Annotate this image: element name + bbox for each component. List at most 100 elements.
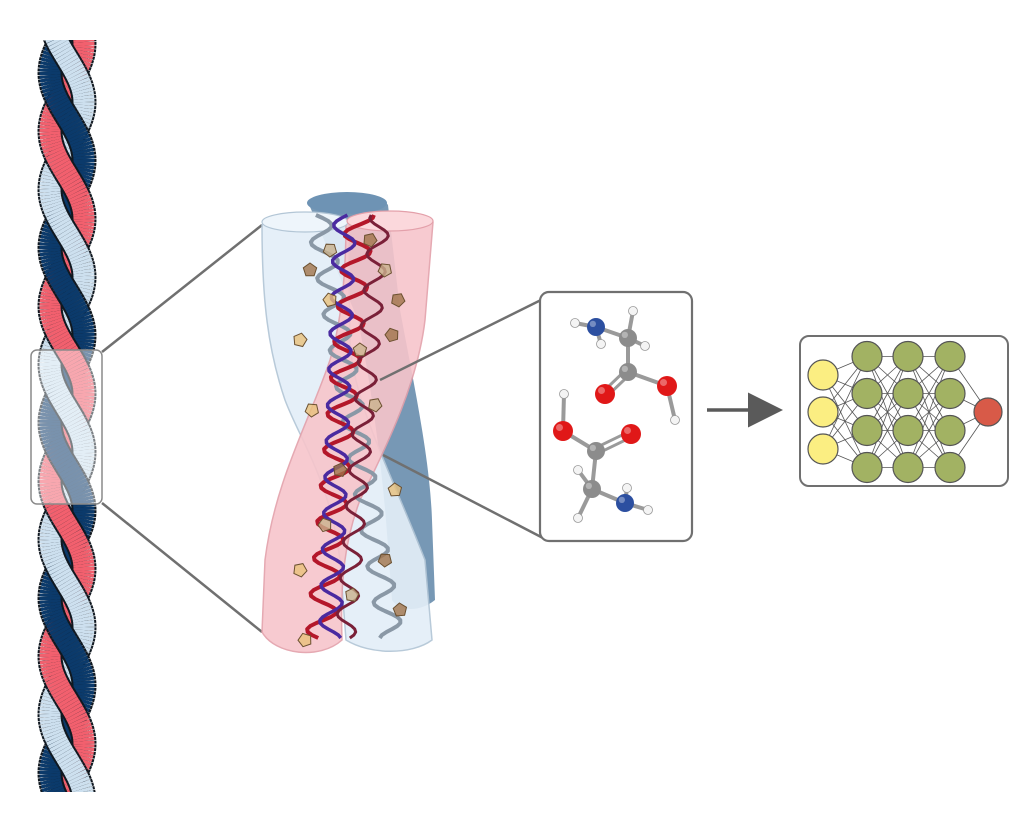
output-node: [973, 397, 1003, 427]
side-chain-ring: [352, 342, 368, 357]
rope-strand-segment: [47, 328, 69, 341]
rope-strand-segment: [44, 205, 66, 218]
rope-strand-segment: [50, 156, 71, 171]
rope-strand-segment: [46, 442, 67, 455]
rope-strand-segment: [57, 459, 77, 474]
rope-strand-segment: [62, 60, 83, 75]
rope-strand-segment: [41, 432, 63, 441]
side-chain-ring: [304, 403, 319, 418]
rope-strand-segment: [43, 377, 64, 388]
rope-strand-segment: [57, 780, 77, 792]
rope-strand-segment: [49, 447, 70, 462]
input-node: [807, 433, 839, 465]
rope-strand-outline: [65, 30, 67, 33]
input-node: [807, 359, 839, 391]
rope-strand-segment: [70, 488, 92, 499]
side-chain-ring: [363, 233, 378, 248]
rope-strand-segment: [44, 379, 65, 392]
rope-strand-segment: [70, 431, 92, 442]
rope-strand-segment: [71, 609, 93, 618]
rope-strand-segment: [52, 789, 58, 792]
rope-strand-segment: [54, 630, 75, 645]
rope-strand-segment: [42, 608, 64, 619]
rope-strand-segment: [41, 81, 63, 90]
rope-strand-segment: [71, 285, 93, 294]
rope-strand-segment: [50, 681, 71, 696]
side-chain-ring: [333, 462, 348, 477]
rope-strand-segment: [82, 30, 83, 33]
rope-strand-segment: [40, 525, 62, 534]
rope-strand-segment: [72, 516, 94, 525]
rope-strand-segment: [54, 513, 75, 528]
rope-strand-segment: [53, 30, 54, 33]
rope-strand-segment: [46, 325, 67, 338]
rope-strand-segment: [71, 693, 93, 702]
rope-strand-segment: [64, 63, 85, 78]
rope-strand-segment: [61, 117, 82, 132]
rope-strand-segment: [62, 468, 83, 483]
rope-strand-segment: [64, 705, 85, 720]
rope-strand-segment: [40, 429, 62, 438]
rope-strand-segment: [40, 720, 62, 729]
rope-strand-segment: [44, 730, 66, 743]
o-atom: [595, 384, 615, 404]
rope-strand-segment: [50, 507, 71, 522]
rope-strand-segment: [40, 544, 62, 551]
helix-backbones: [305, 213, 403, 640]
rope-strand-segment: [68, 364, 89, 377]
c-atom: [587, 442, 605, 460]
side-chain-ring: [391, 293, 406, 308]
rope-strand-segment: [54, 396, 74, 411]
rope-strand-outline: [42, 40, 45, 41]
rope-strand-segment: [42, 143, 64, 154]
rope-strand-segment: [45, 265, 66, 278]
rope-strand-segment: [41, 348, 63, 357]
rope-strand-segment: [65, 67, 86, 80]
rope-strand-segment: [69, 485, 91, 496]
rope-strand-outline: [62, 40, 74, 46]
h-atom: [628, 306, 638, 316]
rope-strand-segment: [72, 633, 94, 642]
rope-strand-segment: [53, 279, 74, 294]
rope-strand-segment: [41, 374, 63, 385]
rope-strand-segment: [63, 471, 85, 486]
rope-strand-segment: [41, 522, 63, 531]
rope-strand-segment: [40, 78, 62, 87]
rope-strand-segment: [53, 786, 65, 792]
rope-strand-segment: [58, 228, 79, 243]
rope-strand-segment: [59, 522, 80, 537]
rope-strand-segment: [58, 519, 78, 534]
rope-strand-segment: [72, 204, 94, 213]
rope-strand-segment: [42, 83, 64, 94]
rope-strand-segment: [61, 291, 82, 306]
rope-strand-segment: [68, 73, 89, 86]
rope-strand-segment: [70, 254, 92, 265]
rope-strand-segment: [40, 778, 62, 785]
rope-strand-segment: [50, 99, 71, 114]
h-atom: [573, 465, 583, 475]
side-chain-ring: [377, 263, 392, 278]
rope-strand-segment: [71, 548, 92, 559]
rope-strand-segment: [65, 184, 87, 197]
rope-strand-segment: [64, 532, 85, 545]
rope-strand-segment: [50, 273, 71, 288]
rope-strand-segment: [56, 516, 76, 531]
rope-strand-segment: [45, 382, 67, 395]
rope-strand-segment: [67, 70, 88, 83]
rope-strand-segment: [45, 556, 66, 569]
h-atom: [643, 505, 653, 515]
rope-strand-segment: [40, 582, 62, 591]
pink-helix-cylinder: [261, 210, 434, 654]
rope-strand-segment: [48, 154, 69, 167]
rope-strand-segment: [56, 372, 77, 387]
rope-strand-segment: [43, 671, 65, 682]
rope-strand-segment: [40, 586, 62, 593]
rope-strand-segment: [61, 525, 82, 540]
rope-strand-segment: [40, 138, 62, 147]
rope-strand-segment: [70, 197, 92, 208]
rope-strand-segment: [41, 257, 63, 268]
rope-strand-segment: [55, 690, 76, 705]
rope-strand-segment: [40, 195, 62, 204]
rope-strand-outline: [82, 789, 96, 792]
